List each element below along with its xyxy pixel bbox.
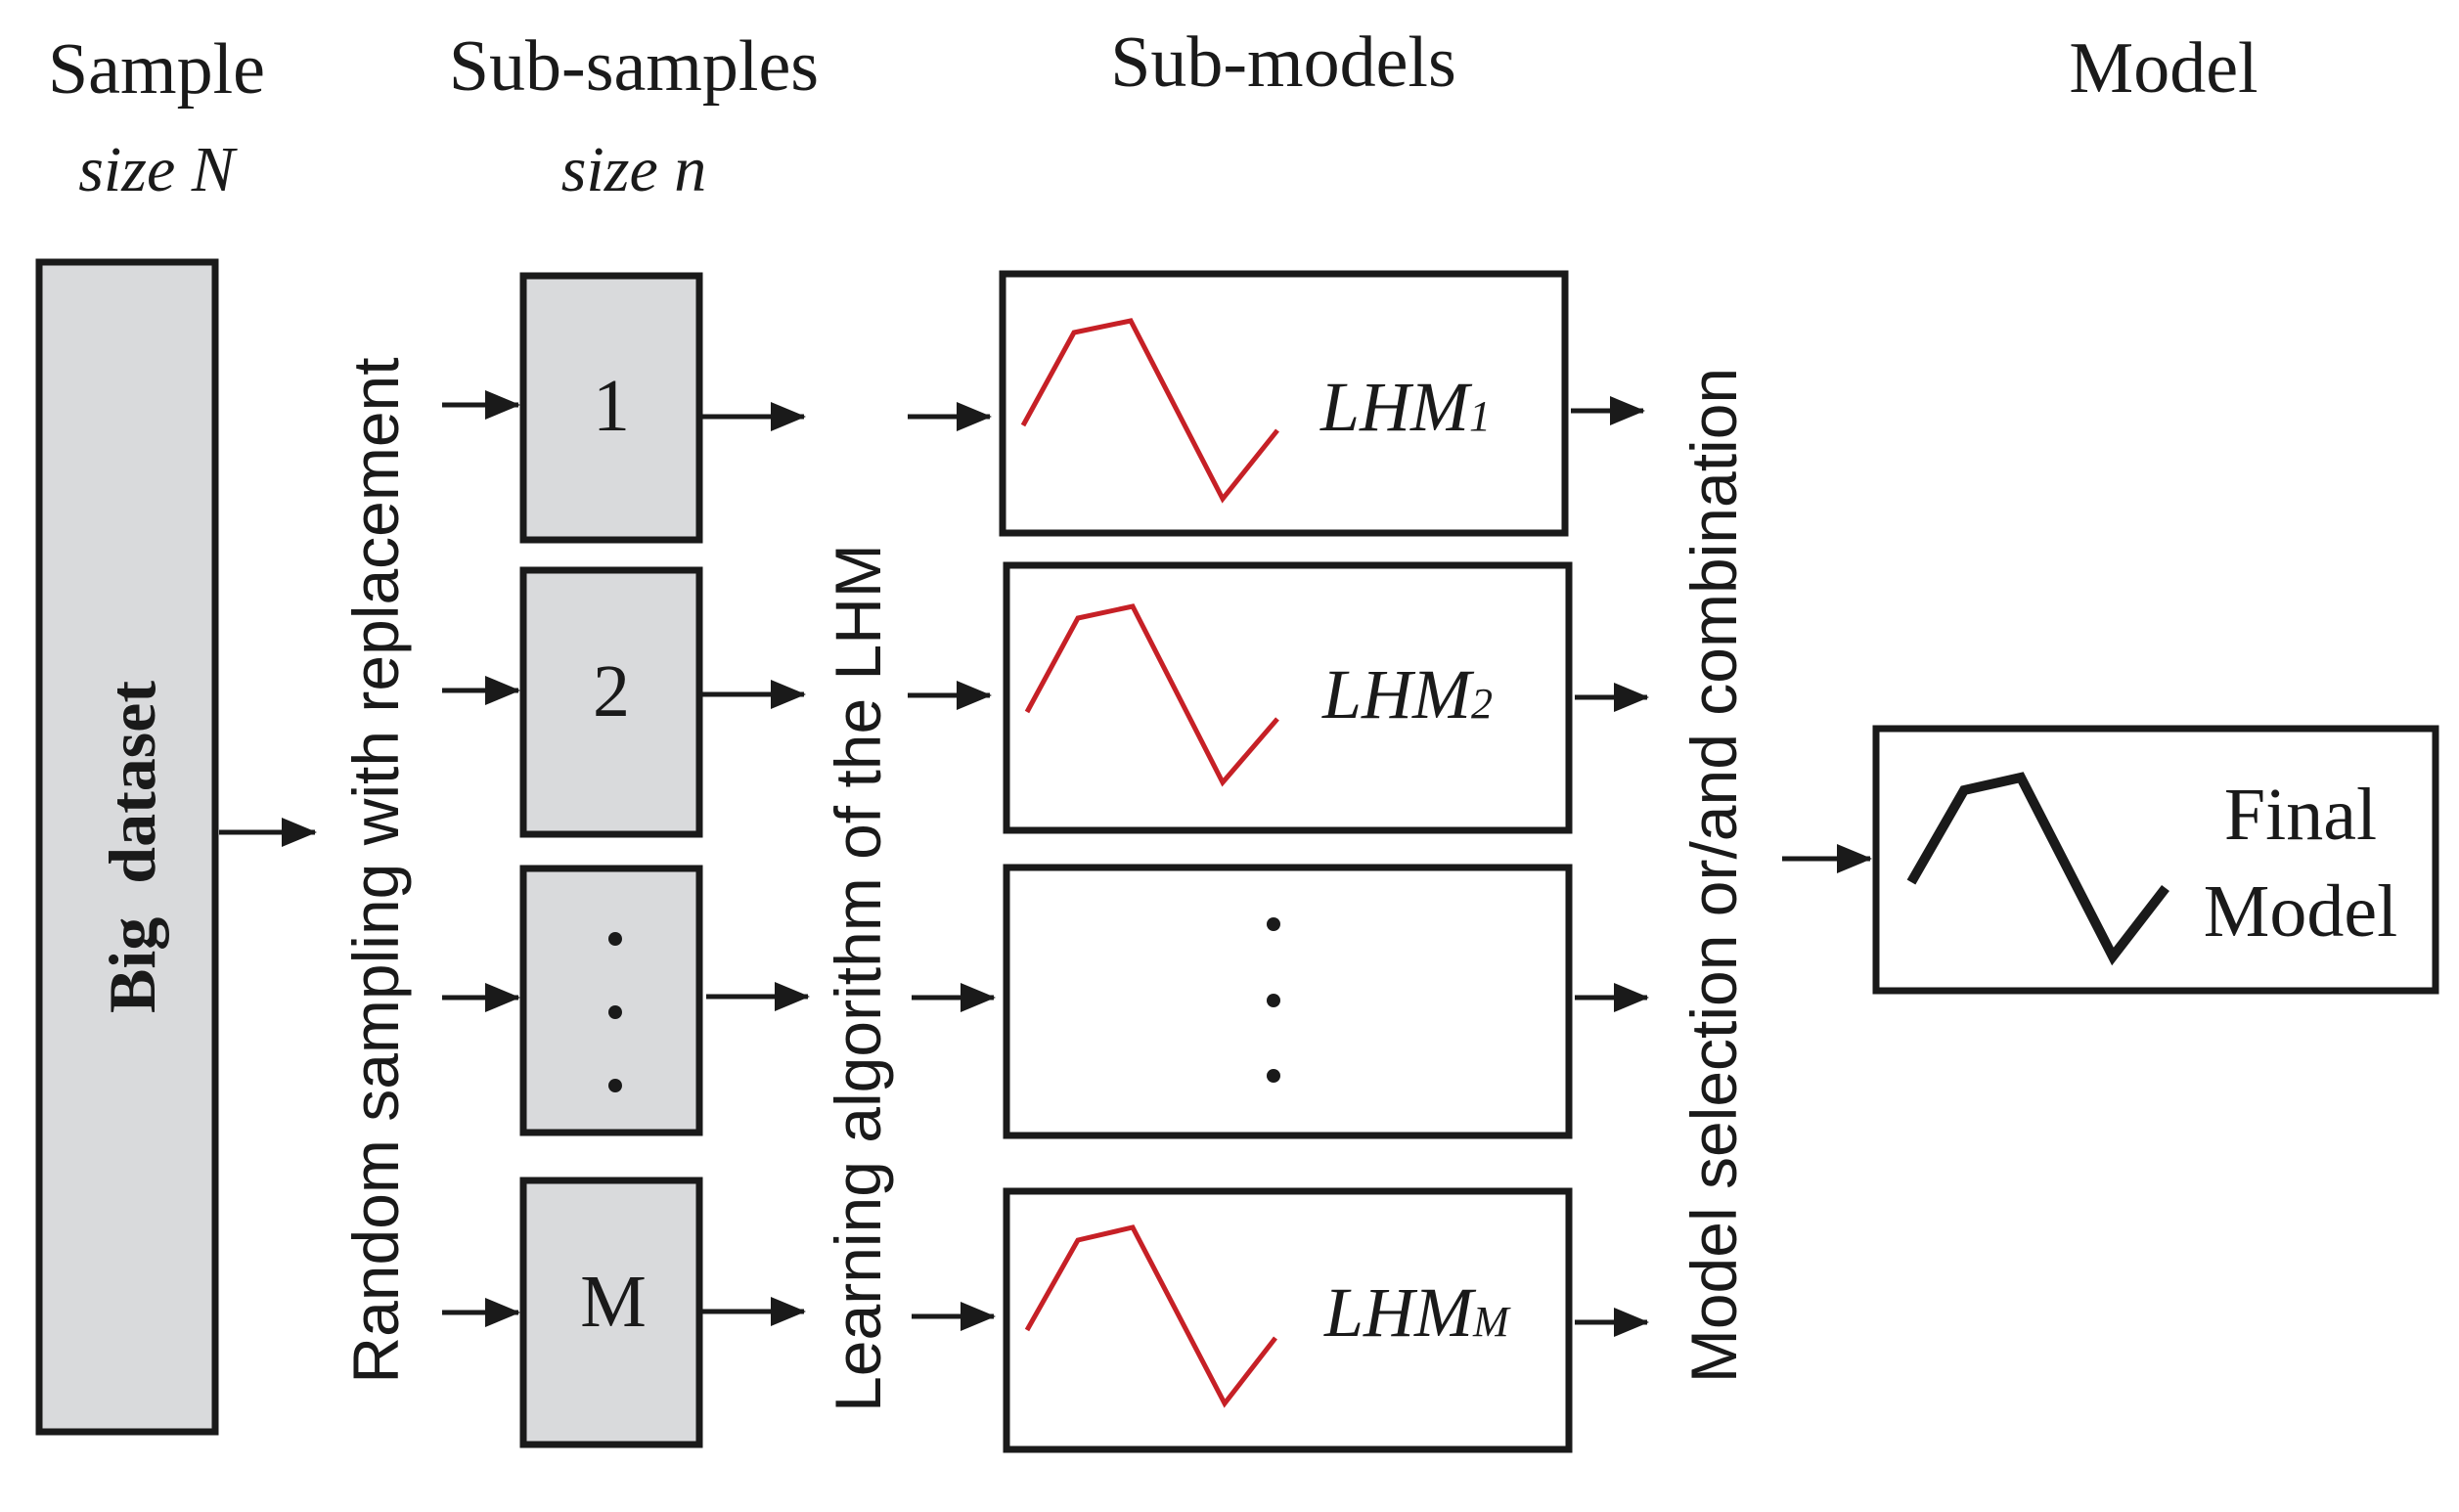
submodel-m: LHMM xyxy=(912,1187,1649,1453)
header-model: Model xyxy=(2069,28,2258,109)
submodel-curve-m xyxy=(1024,1224,1277,1408)
subsample-box-m xyxy=(519,1177,703,1448)
header-sample-size: size N xyxy=(78,134,239,205)
submodel-1: LHM1 xyxy=(908,270,1645,537)
submodel-curve-1 xyxy=(1020,318,1279,504)
submodel-dot-3 xyxy=(1267,1069,1280,1083)
subsample-dot-1 xyxy=(608,932,622,946)
label-learning-algorithm: Learning algorithm of the LHM xyxy=(822,544,894,1412)
subsample-dot-3 xyxy=(608,1079,622,1092)
submodel-label-1: LHM1 xyxy=(1319,368,1491,446)
label-random-sampling: Random sampling with replacement xyxy=(339,357,412,1383)
big-dataset-label: Big dataset xyxy=(95,681,169,1013)
subsample-box-1 xyxy=(519,272,703,544)
subsample-label-1: 1 xyxy=(593,365,630,447)
subsample-ellipsis xyxy=(442,865,810,1136)
submodel-box-1 xyxy=(999,270,1569,537)
submodel-dot-2 xyxy=(1267,994,1280,1007)
subsample-dot-2 xyxy=(608,1005,622,1019)
subsample-box-ellipsis xyxy=(519,865,703,1136)
subsample-box-2 xyxy=(519,566,703,838)
subsample-1: 1 xyxy=(442,272,806,544)
big-dataset-box xyxy=(35,258,219,1436)
submodel-dot-1 xyxy=(1267,917,1280,931)
submodel-2: LHM2 xyxy=(908,561,1649,834)
header-submodels: Sub-models xyxy=(1110,22,1456,103)
submodel-box-m xyxy=(1003,1187,1573,1453)
subsample-2: 2 xyxy=(442,566,806,838)
final-model-line2: Model xyxy=(2204,870,2397,953)
header-sample: Sample xyxy=(48,29,265,110)
submodel-box-2 xyxy=(1003,561,1573,834)
submodel-ellipsis xyxy=(912,864,1649,1139)
header-subsamples: Sub-samples xyxy=(449,26,819,107)
submodel-box-ellipsis xyxy=(1003,864,1573,1139)
subsample-label-m: M xyxy=(580,1261,647,1343)
submodel-label-2: LHM2 xyxy=(1321,655,1493,734)
submodel-curve-2 xyxy=(1024,603,1279,787)
submodel-label-m: LHMM xyxy=(1323,1273,1511,1352)
final-model-curve xyxy=(1906,772,2169,966)
final-model-box xyxy=(1872,725,2439,995)
final-model-line1: Final xyxy=(2224,774,2377,856)
label-model-selection: Model selection or/and combination xyxy=(1677,368,1750,1383)
subsample-label-2: 2 xyxy=(593,650,630,733)
subsample-m: M xyxy=(442,1177,806,1448)
header-subsamples-size: size n xyxy=(561,134,707,205)
